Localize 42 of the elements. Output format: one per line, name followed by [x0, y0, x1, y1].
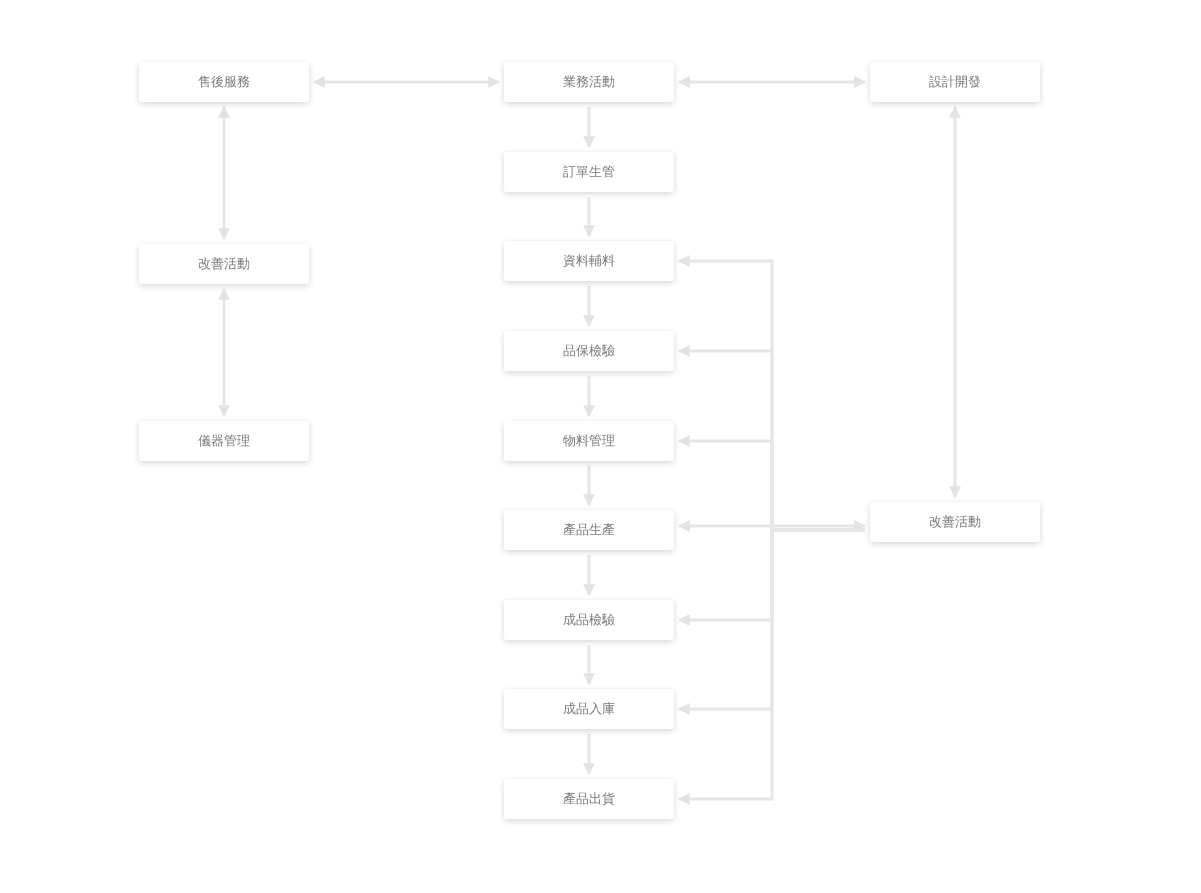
process-box	[504, 779, 674, 819]
arrow	[583, 197, 595, 238]
box-label: 成品檢驗	[563, 611, 615, 629]
box-label: 業務活動	[563, 73, 615, 91]
box-label: 儀器管理	[198, 432, 250, 450]
box-label: 物料管理	[563, 432, 615, 450]
box-label: 產品出貨	[563, 790, 615, 808]
arrow	[583, 555, 595, 597]
arrow	[218, 287, 230, 418]
process-box	[504, 331, 674, 371]
process-box	[139, 62, 309, 102]
process-box	[504, 152, 674, 192]
process-box	[504, 421, 674, 461]
process-box	[504, 600, 674, 640]
process-box	[504, 689, 674, 729]
process-box	[504, 241, 674, 281]
arrow	[677, 76, 867, 88]
arrow	[583, 286, 595, 328]
arrow	[583, 734, 595, 776]
arrow	[583, 466, 595, 507]
process-box	[139, 421, 309, 461]
arrow	[583, 645, 595, 686]
arrow	[583, 376, 595, 418]
box-label: 改善活動	[929, 513, 981, 531]
arrow	[218, 105, 230, 241]
arrow	[677, 520, 867, 532]
box-label: 售後服務	[198, 73, 250, 91]
process-box	[504, 510, 674, 550]
arrow	[312, 76, 501, 88]
process-box	[139, 244, 309, 284]
box-label: 資料輔料	[563, 252, 615, 270]
process-box	[870, 502, 1040, 542]
box-label: 成品入庫	[563, 700, 615, 718]
box-label: 產品生產	[563, 521, 615, 539]
box-label: 品保檢驗	[563, 342, 615, 360]
box-label: 訂單生管	[563, 163, 615, 181]
process-box	[504, 62, 674, 102]
box-label: 設計開發	[929, 73, 981, 91]
arrow	[949, 105, 961, 499]
arrow	[583, 107, 595, 149]
process-box	[870, 62, 1040, 102]
box-label: 改善活動	[198, 255, 250, 273]
